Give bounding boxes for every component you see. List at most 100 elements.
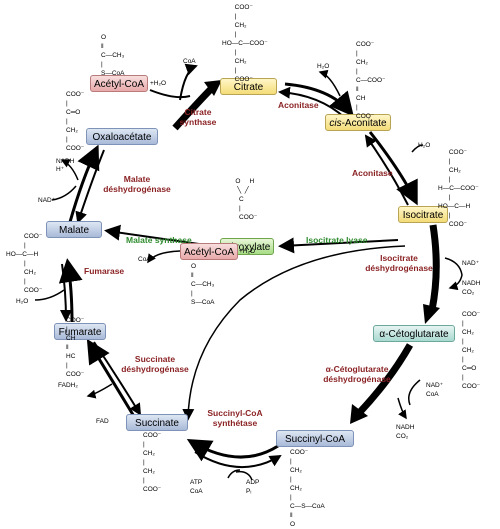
- cofactor-nad-akg: NAD⁺: [426, 382, 444, 389]
- cofactor-h2o-fumarase: H₂O: [16, 298, 29, 305]
- arrow-fumarate-to-malate: [58, 258, 83, 323]
- arrow-nad-isocitrate: [444, 257, 463, 291]
- arrow-adp-branch: [235, 470, 253, 481]
- enzyme-citrate-synthase-line1: Citrate: [184, 107, 212, 117]
- metabolite-acetyl-coa-mid: Acétyl-CoA: [180, 243, 238, 260]
- arrow-coa-out-mid: [147, 250, 181, 264]
- cofactor-adp: ADP: [246, 479, 260, 486]
- metabolite-citrate-label: Citrate: [233, 82, 264, 93]
- arrowhead-citrate: [204, 80, 222, 96]
- enzyme-mdh-line1: Malate: [123, 174, 151, 184]
- structure-glyoxylate: O H ╲ ╱ C | COO⁻: [235, 178, 258, 221]
- cis-prefix: cis: [329, 118, 342, 129]
- arrow-fadh2-out: [86, 383, 113, 399]
- arrow-succinylcoa-to-succinate: [186, 438, 279, 462]
- enzyme-akgdh-line1: α-Cétoglutarate: [325, 364, 389, 374]
- cofactor-coa-scs: CoA: [190, 488, 203, 495]
- cofactor-nadh-isocitrate: NADH: [462, 280, 481, 287]
- enzyme-mdh-line2: déshydrogénase: [103, 184, 171, 194]
- arrow-coa-out-top: [179, 63, 198, 101]
- metabolite-succinyl-coa: Succinyl-CoA: [276, 430, 354, 447]
- cofactor-h2o-aconitase-top: H₂O: [317, 63, 330, 70]
- metabolite-cis-aconitate: cis-Aconitate: [325, 114, 391, 131]
- arrow-isocitrate-to-akg: [428, 224, 440, 311]
- structure-fumarate: COO⁻ | CH ‖ HC | COO⁻: [66, 317, 85, 378]
- enzyme-fumarase: Fumarase: [84, 266, 125, 276]
- cofactor-nadh-akg: NADH: [396, 424, 415, 431]
- arrow-nad-akg-in: [408, 379, 421, 406]
- cofactor-co2-akg: CO₂: [396, 433, 409, 440]
- cofactor-fad: FAD: [96, 418, 109, 425]
- cofactor-atp: ATP: [190, 479, 203, 486]
- metabolite-succinate-label: Succinate: [135, 418, 179, 429]
- cofactor-h2o-acetyl-mid: +H₂O: [239, 248, 256, 255]
- metabolite-malate-label: Malate: [58, 225, 89, 236]
- enzyme-scs-line2: synthétase: [212, 418, 258, 428]
- structure-citrate: COO⁻ | CH₂ | HO—C—COO⁻ | CH₂ | COO⁻: [222, 4, 268, 83]
- arrow-oaa-to-malate: [75, 149, 105, 224]
- cofactor-fadh2: FADH₂: [58, 382, 78, 389]
- arrow-akg-to-succinylcoa: [357, 343, 414, 415]
- metabolite-fumarate-label: Fumarate: [58, 327, 102, 338]
- enzyme-aconitase-2: Aconitase: [352, 168, 393, 178]
- enzyme-sdh-line2: déshydrogénase: [121, 364, 189, 374]
- arrow-nadh-malate-out: [60, 159, 79, 181]
- cofactor-nad-isocitrate: NAD⁺: [462, 260, 480, 267]
- arrow-h2o-in-aconitase: [411, 144, 424, 153]
- metabolite-isocitrate: Isocitrate: [398, 206, 448, 223]
- structure-alpha-ketoglutarate: COO⁻ | CH₂ | CH₂ | C═O | COO⁻: [462, 311, 481, 390]
- enzyme-scs-line1: Succinyl-CoA: [207, 408, 263, 418]
- cofactor-nad-malate: NAD⁺: [38, 197, 56, 204]
- cofactor-pi: Pᵢ: [246, 488, 252, 495]
- metabolite-acetyl-coa-mid-label: Acétyl-CoA: [183, 247, 234, 258]
- metabolite-oxaloacetate-label: Oxaloacétate: [92, 132, 152, 143]
- arrow-h2o-out-aconitase: [318, 69, 341, 97]
- structure-succinate: COO⁻ | CH₂ | CH₂ | COO⁻: [143, 432, 162, 493]
- structure-cis-aconitate: COO⁻ | CH₂ | C—COO⁻ ‖ CH | COO⁻: [356, 41, 386, 120]
- arrow-isocitrate-to-cisaconitate: [364, 134, 409, 206]
- arrow-succinate-to-succinylcoa: [194, 451, 282, 468]
- cofactor-nadh-malate: NADH: [56, 158, 75, 165]
- cofactor-coa-akg: CoA: [426, 391, 439, 398]
- structure-acetyl-coa-top: O ‖ C—CH₃ | S—CoA: [101, 34, 125, 77]
- metabolite-akg-label: α-Cétoglutarate: [379, 329, 449, 340]
- arrow-nad-malate-in: [51, 185, 77, 201]
- arrow-isocitrate-to-succinate: [182, 245, 406, 421]
- cofactor-coa-top: CoA: [183, 58, 196, 65]
- arrow-cisaconitate-to-isocitrate: [368, 131, 418, 206]
- metabolite-glyoxylate-label: Glyoxylate: [223, 242, 271, 253]
- enzyme-citrate-synthase-line2: synthase: [179, 117, 217, 127]
- structure-malate: COO⁻ | HO—C—H | CH₂ | COO⁻: [6, 233, 43, 294]
- arrow-citrate-to-cisaconitate: [284, 82, 354, 117]
- cofactor-h2o-aconitase-right: H₂O: [418, 142, 431, 149]
- cofactor-h2o-acetyl-top: +H₂O: [150, 80, 167, 87]
- metabolite-citrate: Citrate: [220, 78, 277, 95]
- arrowhead-succinylcoa: [350, 404, 368, 424]
- structure-oxaloacetate: COO⁻ | C═O | CH₂ | COO⁻: [66, 91, 85, 152]
- arrow-nadh-akg-out: [397, 397, 407, 420]
- metabolite-isocitrate-label: Isocitrate: [402, 210, 444, 221]
- metabolite-succinyl-coa-label: Succinyl-CoA: [284, 434, 346, 445]
- arrow-h2o-in-fumarase: [34, 289, 65, 301]
- metabolite-oxaloacetate: Oxaloacétate: [86, 128, 158, 145]
- arrow-malate-to-fumarate: [59, 263, 72, 322]
- arrow-isocitrate-to-glyoxylate: [278, 237, 399, 254]
- arrow-acetylcoa-in: [149, 89, 191, 99]
- arrowhead-akg: [423, 304, 440, 324]
- cofactor-co2-isocitrate: CO₂: [462, 289, 475, 296]
- metabolite-alpha-ketoglutarate: α-Cétoglutarate: [373, 325, 455, 342]
- metabolite-acetyl-coa-top: Acétyl-CoA: [90, 75, 148, 92]
- arrow-atp-branch: [227, 469, 241, 479]
- metabolite-fumarate: Fumarate: [54, 323, 106, 340]
- arrow-fumarate-to-succinate: [93, 341, 142, 416]
- cofactor-coa-mid: CoA: [138, 256, 151, 263]
- enzyme-malate-synthase: Malate synthase: [126, 235, 192, 245]
